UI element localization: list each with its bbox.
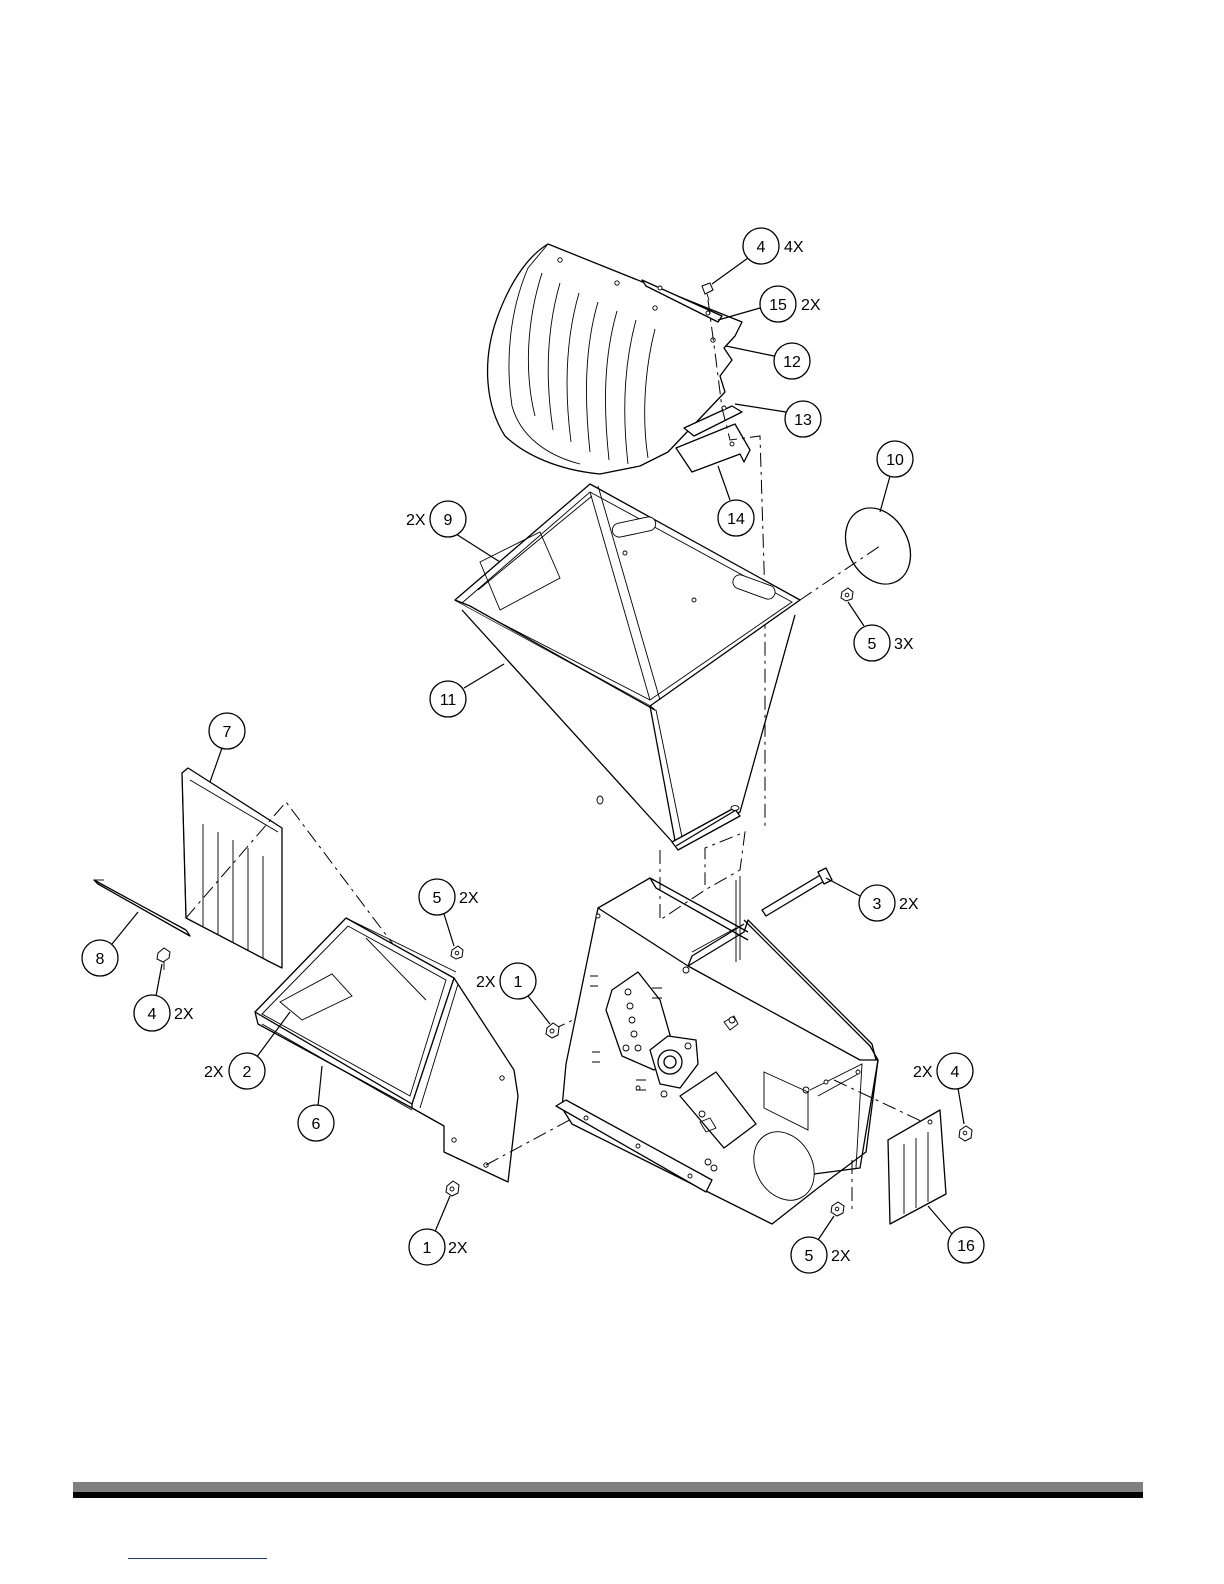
callout-number: 1	[514, 974, 523, 991]
callout-number: 7	[223, 724, 232, 741]
callout-6: 6	[298, 1066, 334, 1141]
callout-5-bottom: 5 2X	[791, 1216, 851, 1273]
callout-quantity: 2X	[406, 512, 426, 529]
callout-quantity: 2X	[831, 1248, 851, 1265]
round-cover-disc	[833, 497, 924, 596]
callout-number: 15	[769, 297, 787, 314]
hinge-strip	[94, 880, 190, 936]
nut-hopper	[841, 588, 853, 601]
callout-4-top: 4 4X	[712, 228, 804, 284]
long-rod	[762, 868, 832, 916]
flap-panel	[182, 768, 282, 968]
callout-number: 5	[805, 1248, 814, 1265]
callout-number: 13	[794, 412, 812, 429]
callout-8: 8	[82, 912, 138, 976]
rear-flap	[888, 1110, 946, 1224]
callout-quantity: 2X	[459, 890, 479, 907]
callout-5-hopper: 5 3X	[848, 602, 914, 661]
footer-rule-grey	[73, 1482, 1143, 1492]
callout-15: 15 2X	[718, 286, 821, 322]
callout-number: 12	[783, 354, 801, 371]
nut-chute	[451, 946, 463, 959]
chipper-housing	[556, 876, 878, 1224]
callout-1-bottom: 1 2X	[409, 1196, 468, 1265]
side-feed-chute	[255, 918, 518, 1182]
callout-number: 1	[423, 1240, 432, 1257]
nut-chamber-left	[546, 1023, 559, 1038]
callout-5-chute: 5 2X	[419, 879, 479, 946]
callout-number: 6	[312, 1116, 321, 1133]
bolt-right	[959, 1126, 972, 1141]
callout-4-left: 4 2X	[134, 964, 194, 1031]
callout-number: 5	[868, 636, 877, 653]
callout-14: 14	[718, 466, 754, 536]
callout-number: 16	[957, 1238, 975, 1255]
callout-quantity: 2X	[204, 1064, 224, 1081]
callout-quantity: 2X	[801, 297, 821, 314]
callout-10: 10	[877, 441, 913, 512]
callout-number: 9	[444, 512, 453, 529]
callout-number: 5	[433, 890, 442, 907]
callout-number: 14	[727, 511, 745, 528]
callout-9: 9 2X	[406, 501, 500, 562]
callout-3: 3 2X	[826, 878, 919, 921]
callout-number: 4	[951, 1064, 960, 1081]
callout-number: 2	[243, 1064, 252, 1081]
callout-number: 8	[96, 951, 105, 968]
nut-chute-bottom	[446, 1181, 459, 1196]
footer-rule-black	[73, 1492, 1143, 1498]
callout-4-right: 4 2X	[913, 1053, 973, 1124]
footer-link-underline[interactable]	[128, 1558, 267, 1559]
callout-quantity: 4X	[784, 239, 804, 256]
callout-16: 16	[928, 1206, 984, 1263]
callout-number: 4	[148, 1006, 157, 1023]
callout-7: 7	[209, 713, 245, 782]
bolt-left	[157, 948, 170, 970]
callout-quantity: 3X	[894, 636, 914, 653]
callout-quantity: 2X	[448, 1240, 468, 1257]
feed-hopper	[455, 484, 800, 850]
callout-1-chamber: 1 2X	[476, 963, 550, 1024]
callout-12: 12	[726, 343, 810, 379]
callout-number: 10	[886, 452, 904, 469]
nut-bottom-right	[831, 1202, 844, 1216]
callout-quantity: 2X	[913, 1064, 933, 1081]
callout-13: 13	[735, 401, 821, 437]
bolt-top	[702, 283, 713, 300]
callout-quantity: 2X	[476, 974, 496, 991]
callout-11: 11	[430, 664, 504, 717]
callout-number: 3	[873, 896, 882, 913]
callout-number: 4	[757, 239, 766, 256]
callout-quantity: 2X	[174, 1006, 194, 1023]
callout-quantity: 2X	[899, 896, 919, 913]
callout-number: 11	[440, 692, 457, 709]
